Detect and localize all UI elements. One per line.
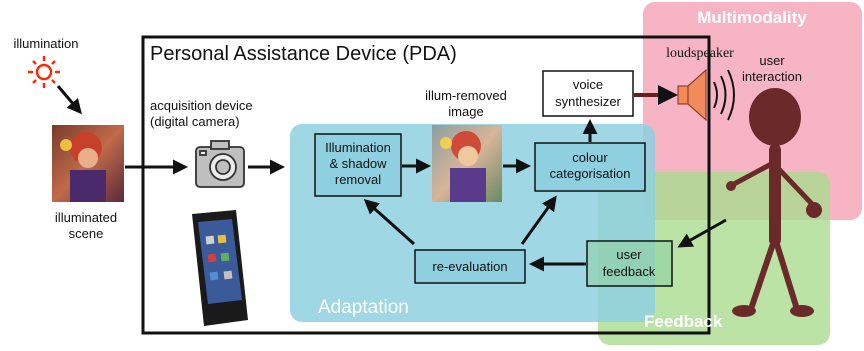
illuminated-scene-image: [52, 125, 124, 202]
illumination-removal-line-1: Illumination: [325, 140, 391, 155]
smartphone-icon: [192, 210, 248, 326]
re-evaluation-box: [414, 249, 526, 284]
loudspeaker-icon: [677, 68, 735, 122]
user-interaction-label-2: interaction: [742, 69, 802, 84]
illum-removed-image: [432, 125, 502, 202]
voice-synthesizer-line-2: synthesizer: [555, 94, 621, 109]
camera-icon: [195, 140, 245, 188]
user-feedback-box: [586, 240, 673, 287]
arrow-illumination-to-scene: [56, 85, 82, 115]
voice-synthesizer-line-1: voice: [573, 77, 603, 92]
illum-removed-label-2: image: [448, 104, 483, 119]
feedback-title: Feedback: [644, 312, 723, 331]
voice-synthesizer-box: [542, 70, 634, 117]
illumination-label: illumination: [13, 36, 78, 51]
illuminated-scene-label-1: illuminated: [55, 210, 117, 225]
loudspeaker-label: loudspeaker: [666, 46, 734, 61]
colour-categorisation-line-2: categorisation: [550, 166, 631, 181]
illumination-removal-line-3: removal: [335, 172, 381, 187]
user-feedback-line-2: feedback: [603, 264, 656, 279]
re-evaluation-label: re-evaluation: [432, 259, 507, 274]
colour-categorisation-box: [534, 142, 646, 192]
illumination-removal-box: [314, 133, 402, 197]
multimodality-title: Multimodality: [697, 8, 807, 27]
pda-title: Personal Assistance Device (PDA): [150, 43, 457, 65]
acquisition-device-label-1: acquisition device: [150, 98, 253, 113]
user-interaction-label-1: user: [759, 53, 785, 68]
sun-icon: [28, 56, 60, 88]
arrow-reevaluation-to-colour: [520, 195, 557, 245]
illumination-removal-line-2: & shadow: [329, 156, 387, 171]
user-feedback-line-1: user: [616, 247, 642, 262]
adaptation-title: Adaptation: [318, 297, 409, 318]
user-figure: [726, 88, 822, 317]
arrow-figure-to-feedback: [677, 218, 727, 248]
arrow-reevaluation-to-removal: [363, 198, 416, 246]
pda-border: [141, 35, 711, 335]
colour-categorisation-line-1: colour: [572, 150, 608, 165]
acquisition-device-label-2: (digital camera): [150, 114, 240, 129]
illum-removed-label-1: illum-removed: [425, 88, 507, 103]
illuminated-scene-label-2: scene: [69, 226, 104, 241]
